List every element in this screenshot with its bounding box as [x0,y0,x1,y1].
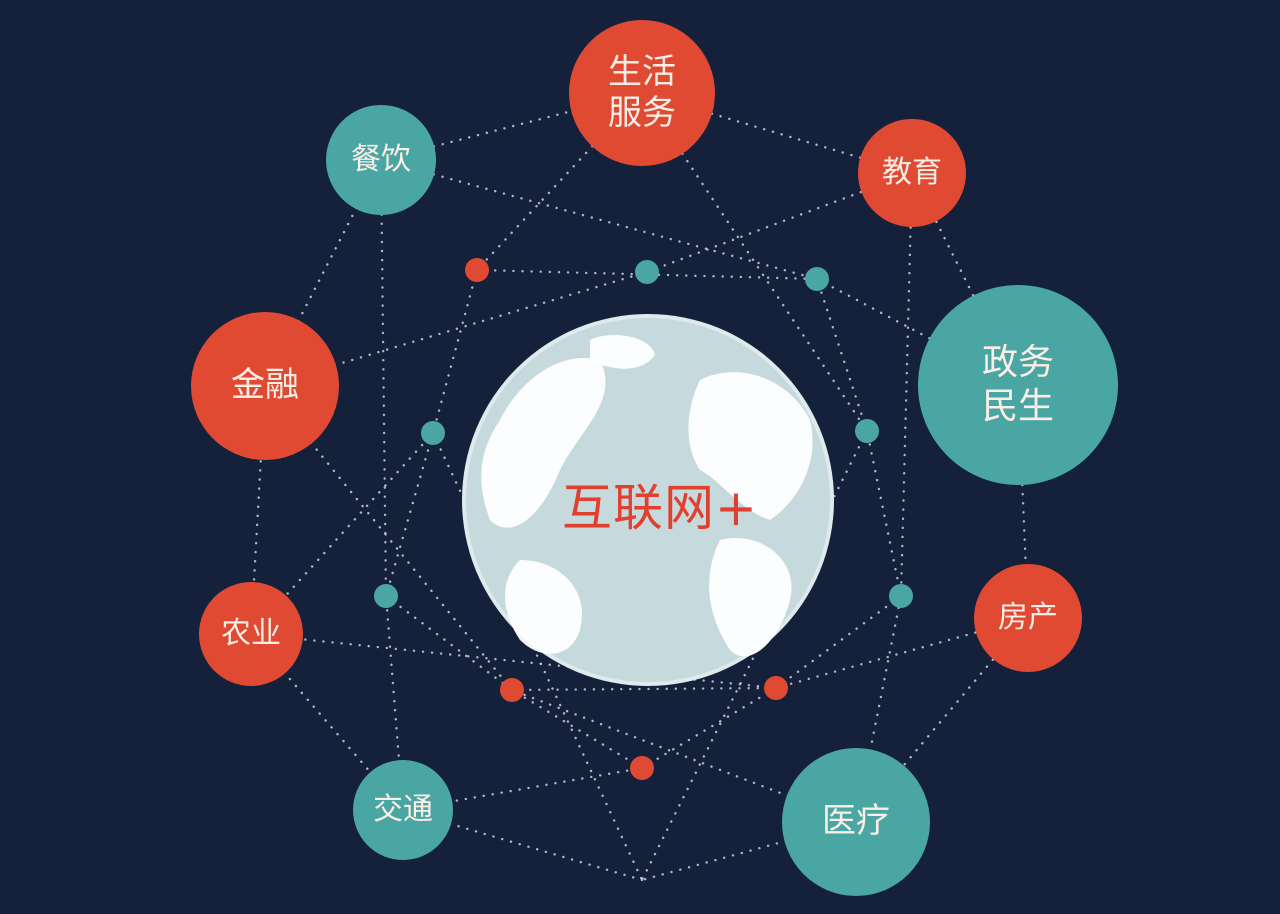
connector-dots [374,258,913,780]
node-life-services: 生活服务 [569,20,715,166]
node-label: 医疗 [822,801,890,842]
node-label: 房产 [998,599,1058,635]
node-label: 政务 [981,342,1054,384]
node-agriculture: 农业 [199,582,303,686]
node-catering: 餐饮 [326,105,436,215]
node-label: 金融 [231,365,299,406]
globe-icon [462,314,834,686]
node-transport: 交通 [353,760,453,860]
node-label: 交通 [373,791,433,827]
node-label: 教育 [882,154,942,190]
node-education: 教育 [858,119,966,227]
node-finance: 金融 [191,312,339,460]
node-medical: 医疗 [782,748,930,896]
node-label: 民生 [981,386,1054,427]
node-real-estate: 房产 [974,564,1082,672]
node-label: 生活 [608,51,676,92]
node-government: 政务民生 [918,285,1118,485]
node-label: 餐饮 [351,141,411,177]
center-label: 互联网+ [562,479,758,537]
node-label: 农业 [221,615,281,651]
node-label: 服务 [608,93,676,133]
